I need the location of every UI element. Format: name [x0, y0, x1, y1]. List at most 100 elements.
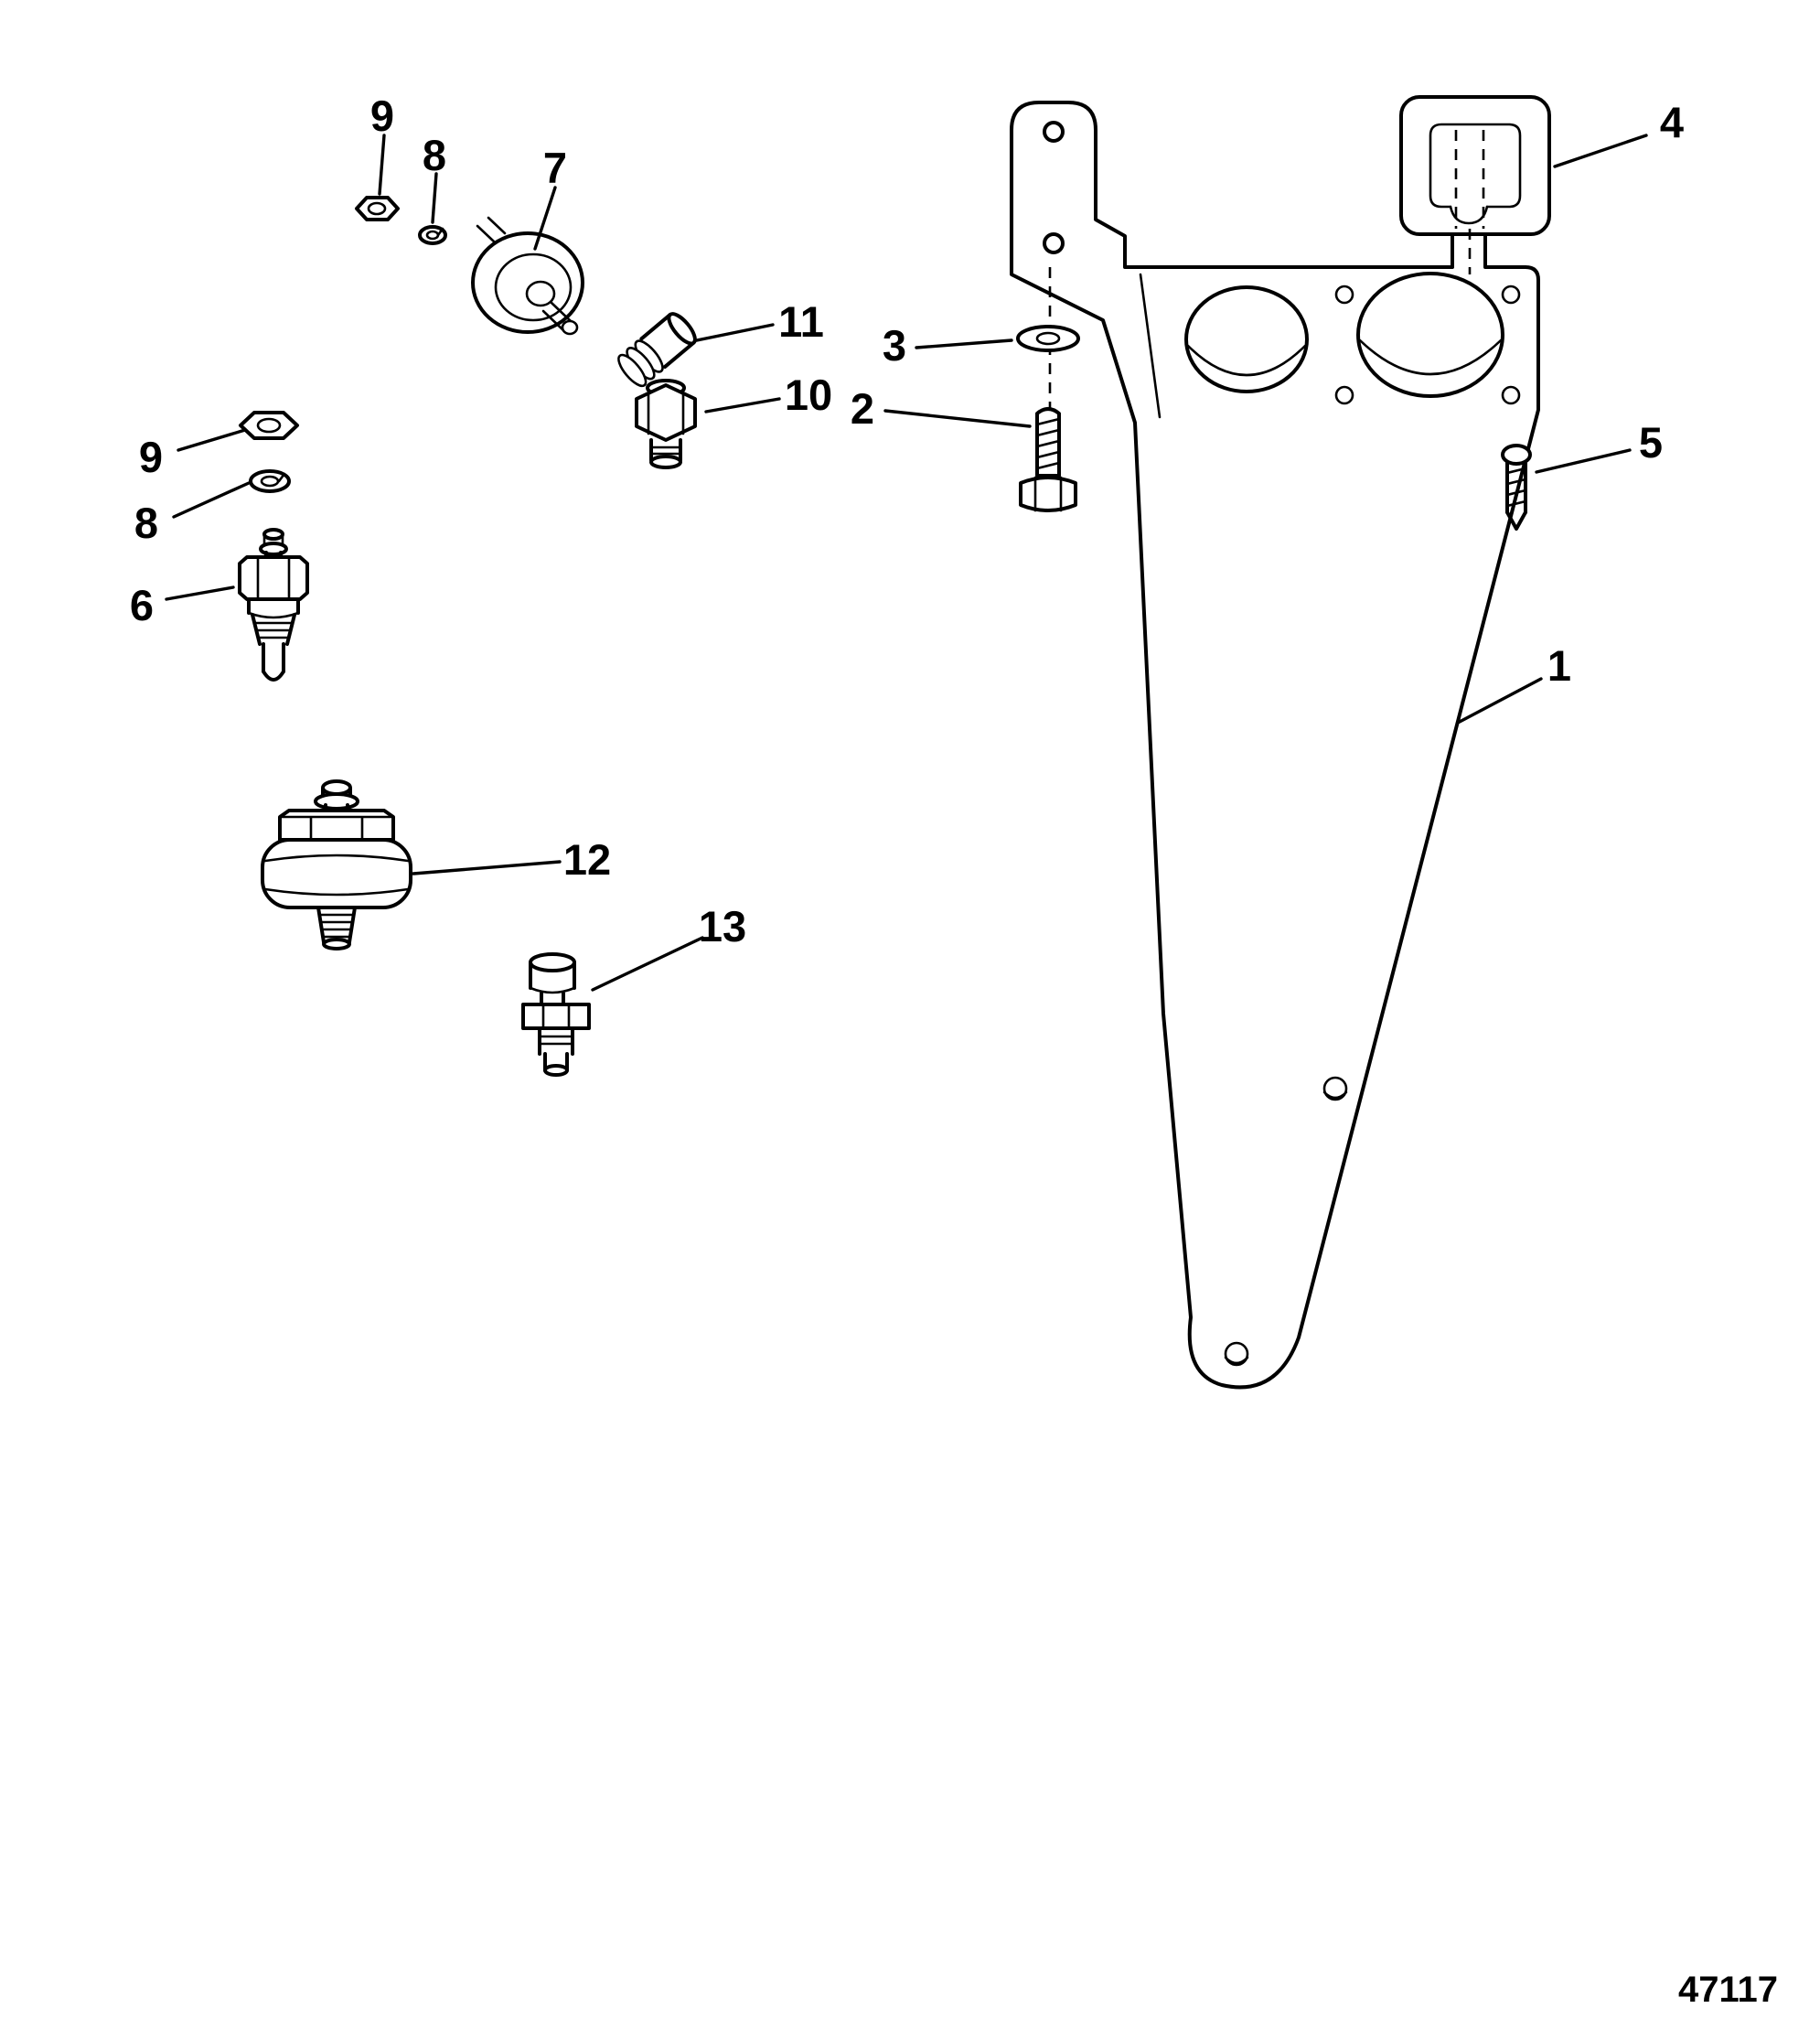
sender-part-7: [471, 216, 584, 336]
leader-4: [1553, 134, 1648, 168]
bracket-bend-line: [1139, 273, 1162, 419]
bracket-large-hole-left: [1184, 285, 1309, 393]
callout-12: 12: [563, 835, 611, 884]
bracket-tab-hole-top: [1043, 121, 1065, 143]
switch12-button-flange: [314, 792, 359, 811]
callout-9-lower: 9: [139, 433, 163, 481]
bracket-corner-hole-1: [1334, 285, 1354, 305]
leader-13: [591, 936, 704, 992]
switch12-stud-end: [322, 938, 351, 950]
fitting10-stub: [649, 438, 682, 462]
bracket-part-1: [1010, 101, 1540, 1390]
sender13-tip-end: [543, 1064, 569, 1077]
callout-6: 6: [130, 581, 154, 629]
leader-7: [533, 186, 557, 251]
leader-11: [695, 323, 775, 342]
sender-part-13: [521, 952, 591, 1077]
lockwasher-upper-split: [436, 227, 444, 237]
leader-1: [1456, 677, 1543, 725]
clip-outer: [1399, 95, 1551, 236]
pressure-switch-part-12: [261, 779, 412, 950]
fitting10-threads: [650, 446, 681, 456]
leader-12: [412, 860, 562, 875]
bracket-corner-hole-4: [1501, 385, 1521, 405]
clip-inner: [1429, 123, 1522, 209]
lockwasher-upper-outer: [418, 225, 447, 245]
washer-part-3: [1016, 325, 1080, 352]
sender13-cap: [529, 952, 576, 972]
screw2-shank: [1035, 407, 1061, 478]
nut-lower-body: [239, 411, 299, 440]
callout-2: 2: [851, 384, 874, 433]
leader-9-upper: [378, 134, 386, 196]
callout-11: 11: [778, 297, 824, 346]
screw5-head: [1501, 444, 1532, 466]
bracket-large-hole-right: [1356, 272, 1504, 398]
screw-part-2: [1019, 407, 1077, 512]
sleeve-sides: [639, 312, 696, 369]
spring-coil-3: [617, 353, 648, 388]
temp-sender-part-6: [238, 528, 309, 682]
lockwasher-part-8-lower: [249, 469, 291, 493]
callout-4: 4: [1660, 98, 1684, 146]
screw2-head-facets: [1033, 476, 1063, 512]
screw2-threads: [1035, 417, 1061, 470]
lockwasher-part-8-upper: [418, 225, 447, 245]
screw5-threads: [1505, 467, 1527, 508]
screw2-head: [1019, 476, 1077, 512]
bracket-corner-hole-3: [1334, 385, 1354, 405]
sender6-collar: [247, 597, 300, 615]
lockwasher-lower-outer: [249, 469, 291, 493]
callout-8-lower: 8: [134, 499, 158, 547]
sender6-terminal: [262, 528, 284, 541]
nut-part-9-lower: [239, 411, 299, 440]
callout-8-upper: 8: [423, 131, 446, 179]
callout-3: 3: [883, 321, 906, 370]
callout-5: 5: [1639, 418, 1663, 467]
switch12-button: [321, 779, 352, 796]
sender6-probe: [262, 642, 285, 673]
sender6-probe-tip: [262, 670, 285, 682]
fitting10-facets: [647, 392, 685, 435]
bracket-bottom-hole-rim: [1224, 1356, 1249, 1365]
screw5-tip: [1505, 510, 1527, 531]
sender13-cap-sides: [529, 961, 576, 990]
nut-lower-hole: [256, 417, 282, 434]
sender7-stud: [476, 216, 507, 243]
sender6-threads: [252, 621, 294, 639]
callout-1: 1: [1547, 641, 1571, 690]
callout-labels: 9 8 7 11 10 3 2 4 5 1 9 8 6 12 13: [130, 91, 1684, 950]
callout-7: 7: [543, 144, 567, 192]
sender13-hex-facets: [541, 1003, 571, 1030]
bracket-bottom-hole: [1224, 1341, 1249, 1367]
sender7-center: [525, 280, 556, 307]
sender13-hex: [521, 1003, 591, 1030]
fitting10-stub-end: [649, 455, 682, 469]
sender13-threads: [540, 1035, 573, 1046]
screw-part-5: [1501, 444, 1532, 531]
sleeve-top: [667, 312, 697, 346]
switch12-stud-threads: [319, 913, 354, 939]
clip-part-4: [1399, 95, 1551, 274]
sender13-stub: [538, 1026, 574, 1056]
sleeve-spring-part-11: [617, 312, 697, 388]
sender13-cap-bottom: [529, 986, 576, 994]
sender6-thread-taper: [251, 613, 296, 646]
lockwasher-lower-split: [277, 472, 286, 483]
bracket-corner-hole-2: [1501, 285, 1521, 305]
sender6-collar-bottom: [247, 611, 300, 619]
fitting-part-10: [635, 379, 697, 469]
switch12-drum-crimps: [263, 854, 410, 897]
callout-13: 13: [699, 902, 746, 950]
bracket-tab-hole-bottom: [1043, 232, 1065, 254]
leader-5: [1535, 448, 1632, 474]
sender7-body: [494, 252, 573, 322]
bracket-large-hole-right-rim: [1358, 338, 1503, 376]
leader-2: [883, 409, 1032, 428]
leader-9-lower: [177, 428, 247, 452]
sender6-hex-facets: [256, 557, 291, 599]
switch12-drum: [261, 838, 412, 909]
bracket-outline: [1010, 101, 1540, 1390]
bracket-arm-hole: [1322, 1076, 1348, 1101]
